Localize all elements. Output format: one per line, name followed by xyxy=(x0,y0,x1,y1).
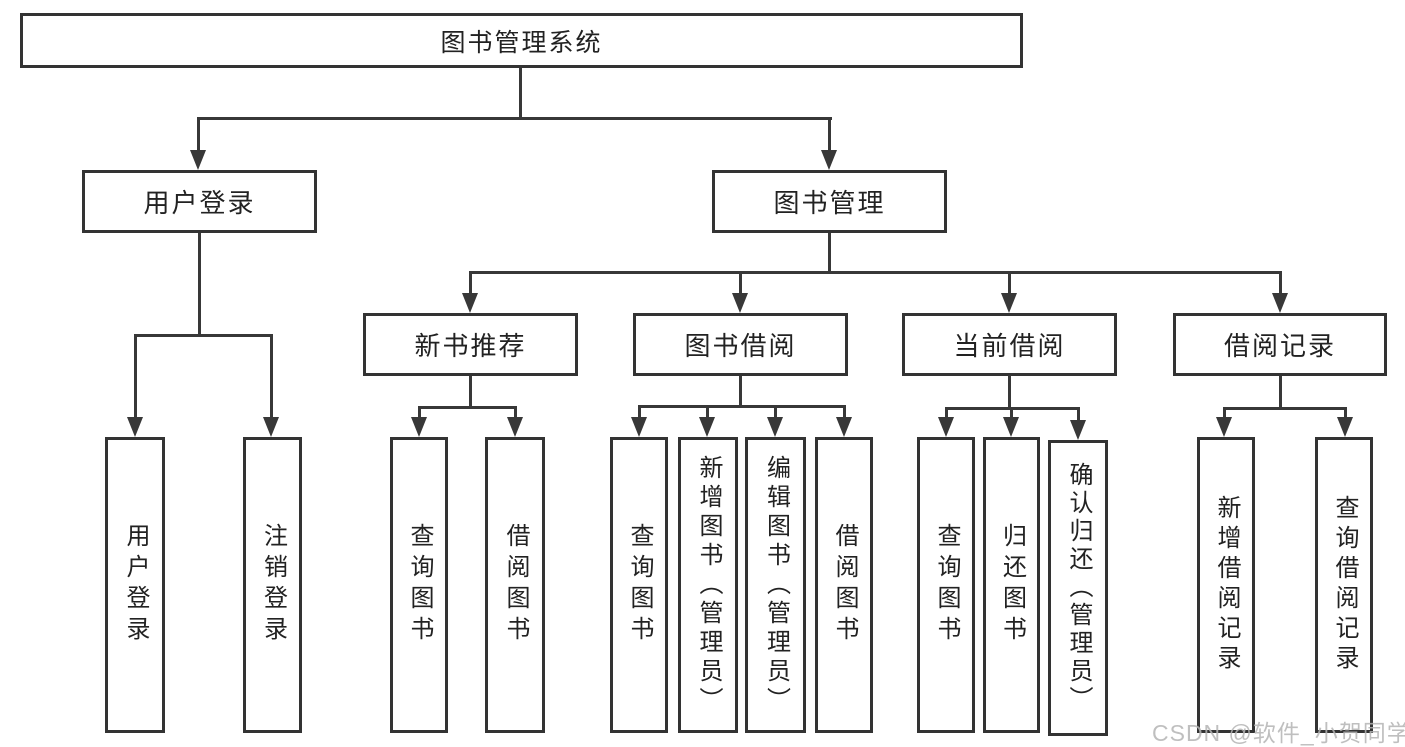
arrowhead-nb-query xyxy=(411,417,427,437)
node-label: 图书管理系统 xyxy=(440,28,603,57)
connector-current-stem xyxy=(1008,375,1011,408)
arrowhead-book-borrow xyxy=(732,293,748,313)
leaf-label: 查询借阅记录 xyxy=(1331,495,1358,675)
connector-drop-bb-add xyxy=(706,405,709,417)
arrowhead-rec-add xyxy=(1216,417,1232,437)
connector-drop-bb-edit xyxy=(774,405,777,417)
arrowhead-cb-return xyxy=(1003,417,1019,437)
arrowhead-cb-confirm xyxy=(1070,420,1086,440)
leaf-label: 借阅图书 xyxy=(502,523,529,647)
leaf-bb-query-books: 查询图书 xyxy=(610,437,668,733)
arrowhead-cb-query xyxy=(938,417,954,437)
node-current-borrowing: 当前借阅 xyxy=(902,313,1117,376)
node-new-book-recommendation: 新书推荐 xyxy=(363,313,578,376)
leaf-label: 新增借阅记录 xyxy=(1213,495,1240,675)
arrowhead-borrow-records xyxy=(1272,293,1288,313)
connector-borrowing-hbar xyxy=(638,405,846,408)
arrowhead-current-borrow xyxy=(1001,293,1017,313)
leaf-label: 新增图书（管理员） xyxy=(695,454,722,716)
connector-user-login-hbar xyxy=(134,334,273,337)
connector-records-stem xyxy=(1279,376,1282,408)
leaf-label: 确认归还（管理员） xyxy=(1065,462,1092,714)
connector-drop-rec-query xyxy=(1344,407,1347,417)
connector-records-hbar xyxy=(1223,407,1347,410)
node-label: 当前借阅 xyxy=(953,331,1066,361)
arrowhead-bb-edit xyxy=(767,417,783,437)
arrowhead-book-management xyxy=(821,150,837,170)
leaf-label: 编辑图书（管理员） xyxy=(762,454,790,716)
node-label: 用户登录 xyxy=(143,188,256,218)
node-label: 图书管理 xyxy=(773,188,886,218)
connector-drop-bb-borrow xyxy=(843,405,846,417)
connector-root-stem xyxy=(519,68,522,118)
node-borrowing-records: 借阅记录 xyxy=(1173,313,1387,376)
arrowhead-bb-borrow xyxy=(836,417,852,437)
leaf-nb-borrow-books: 借阅图书 xyxy=(485,437,545,733)
connector-user-login-stem xyxy=(198,233,201,335)
leaf-cb-confirm-return-admin: 确认归还（管理员） xyxy=(1048,440,1108,736)
leaf-add-borrow-record: 新增借阅记录 xyxy=(1197,437,1255,733)
arrowhead-user-login xyxy=(190,150,206,170)
leaf-label: 用户登录 xyxy=(122,523,149,647)
node-user-login: 用户登录 xyxy=(82,170,317,233)
connector-drop-cb-return xyxy=(1010,407,1013,417)
leaf-bb-add-books-admin: 新增图书（管理员） xyxy=(678,437,738,733)
connector-drop-cb-confirm xyxy=(1077,407,1080,420)
arrowhead-rec-query xyxy=(1337,417,1353,437)
arrowhead-logout-leaf xyxy=(263,417,279,437)
connector-drop-nb-query xyxy=(418,406,421,417)
connector-drop-bb-query xyxy=(638,405,641,417)
leaf-user-login: 用户登录 xyxy=(105,437,165,733)
csdn-watermark: CSDN @软件_小贺同学 xyxy=(1152,720,1405,746)
connector-drop-borrow-records xyxy=(1279,271,1282,293)
node-label: 借阅记录 xyxy=(1223,331,1336,361)
connector-book-mgmt-stem xyxy=(828,233,831,272)
node-label: 图书借阅 xyxy=(684,331,797,361)
leaf-bb-borrow-books: 借阅图书 xyxy=(815,437,873,733)
node-library-management-system: 图书管理系统 xyxy=(20,13,1023,68)
connector-drop-login-leaf xyxy=(134,334,137,417)
leaf-cb-query-books: 查询图书 xyxy=(917,437,975,733)
connector-root-hbar xyxy=(197,117,832,120)
arrowhead-bb-add xyxy=(699,417,715,437)
connector-drop-user-login xyxy=(197,117,200,151)
connector-drop-book-borrow xyxy=(739,271,742,293)
leaf-nb-query-books: 查询图书 xyxy=(390,437,448,733)
node-label: 新书推荐 xyxy=(414,331,527,361)
leaf-cb-return-books: 归还图书 xyxy=(983,437,1040,733)
leaf-label: 归还图书 xyxy=(998,523,1026,647)
leaf-bb-edit-books-admin: 编辑图书（管理员） xyxy=(745,437,806,733)
leaf-label: 查询图书 xyxy=(933,523,960,647)
leaf-logout: 注销登录 xyxy=(243,437,302,733)
arrowhead-bb-query xyxy=(631,417,647,437)
connector-drop-current-borrow xyxy=(1008,271,1011,293)
connector-book-mgmt-hbar xyxy=(469,271,1282,274)
leaf-query-borrow-record: 查询借阅记录 xyxy=(1315,437,1373,733)
leaf-label: 查询图书 xyxy=(406,523,433,647)
connector-drop-nb-borrow xyxy=(514,406,517,417)
connector-drop-logout-leaf xyxy=(270,334,273,417)
connector-new-book-hbar xyxy=(418,406,517,409)
arrowhead-login-leaf xyxy=(127,417,143,437)
connector-drop-new-book-rec xyxy=(469,271,472,293)
node-book-borrowing: 图书借阅 xyxy=(633,313,848,376)
leaf-label: 借阅图书 xyxy=(831,523,858,647)
connector-new-book-stem xyxy=(469,376,472,407)
leaf-label: 注销登录 xyxy=(259,523,287,647)
arrowhead-nb-borrow xyxy=(507,417,523,437)
node-book-management: 图书管理 xyxy=(712,170,947,233)
connector-borrowing-stem xyxy=(739,376,742,406)
arrowhead-new-book-rec xyxy=(462,293,478,313)
connector-drop-cb-query xyxy=(945,407,948,417)
connector-drop-rec-add xyxy=(1223,407,1226,417)
leaf-label: 查询图书 xyxy=(626,523,653,647)
connector-drop-book-management xyxy=(828,117,831,151)
